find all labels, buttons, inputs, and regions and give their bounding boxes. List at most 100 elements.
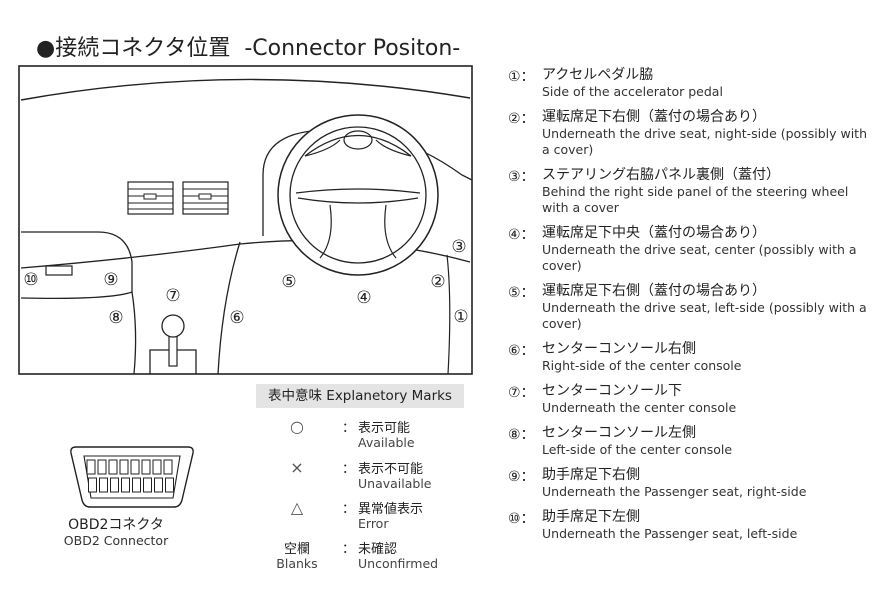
console-right-edge <box>217 241 241 375</box>
mark-symbol: △ <box>290 498 304 517</box>
obd-pin <box>165 477 174 493</box>
obd-pin <box>130 459 140 475</box>
mark-meaning-en: Unavailable <box>358 476 432 491</box>
mark-meaning-ja: 表示可能 <box>358 421 411 436</box>
obd-pin <box>97 459 107 475</box>
legend-item: ④： 運転席足下中央（蓋付の場合あり）Underneath the drive s… <box>508 224 868 274</box>
shifter-knob <box>161 314 185 338</box>
obd-pin <box>152 459 162 475</box>
legend-text-en: Right-side of the center console <box>542 358 742 373</box>
legend-text-en: Underneath the Passenger seat, right-sid… <box>542 484 807 499</box>
legend-text-ja: 運転席足下右側（蓋付の場合あり） <box>542 109 766 125</box>
obd-pin <box>99 477 108 493</box>
mark-meaning-en: Error <box>358 516 389 531</box>
position-marker-7: ⑦ <box>165 286 180 306</box>
mark-meaning-en: Available <box>358 435 415 450</box>
steering-wheel <box>277 114 439 276</box>
legend-item: ⑤： 運転席足下右側（蓋付の場合あり）Underneath the drive s… <box>508 282 868 332</box>
legend-text-en: Side of the accelerator pedal <box>542 84 723 99</box>
legend-text-en: Underneath the Passenger seat, left-side <box>542 526 798 541</box>
obd2-caption-en: OBD2 Connector <box>63 533 169 548</box>
air-vents <box>127 181 229 215</box>
legend-text-en: Underneath the drive seat, left-side (po… <box>542 300 867 331</box>
obd-pin <box>132 477 141 493</box>
mark-symbol: ○ <box>290 417 304 436</box>
legend-number: ⑩： <box>508 511 535 527</box>
glovebox-slot <box>45 265 73 276</box>
position-marker-2: ② <box>430 272 445 292</box>
position-marker-3: ③ <box>451 237 466 257</box>
legend-text-ja: 運転席足下右側（蓋付の場合あり） <box>542 283 766 299</box>
legend-number: ⑧： <box>508 427 535 443</box>
mark-meaning-ja: 未確認 <box>358 542 398 557</box>
obd-pin <box>88 477 97 493</box>
pedal-area-edge <box>446 254 451 375</box>
mark-colon: ： <box>342 462 356 477</box>
legend-text-en: Underneath the drive seat, night-side (p… <box>542 126 867 157</box>
legend-number: ①： <box>508 69 535 85</box>
page-title: ●接続コネクタ位置 -Connector Positon- <box>36 30 460 62</box>
position-marker-6: ⑥ <box>229 308 244 328</box>
mark-colon: ： <box>342 421 356 436</box>
obd-pin <box>121 477 130 493</box>
legend-number: ④： <box>508 227 535 243</box>
mark-meaning-en: Unconfirmed <box>358 556 439 571</box>
legend-text-ja: センターコンソール下 <box>542 383 682 399</box>
title-en: -Connector Positon- <box>244 36 461 61</box>
position-marker-8: ⑧ <box>108 308 123 328</box>
legend-number: ③： <box>508 169 535 185</box>
legend-number: ⑦： <box>508 385 535 401</box>
mark-colon: ： <box>342 542 356 557</box>
diagram-frame <box>18 65 473 375</box>
explanatory-marks-header: 表中意味 Explanetory Marks <box>256 384 464 408</box>
legend-text-ja: ステアリング右脇パネル裏側（蓋付） <box>542 167 780 183</box>
position-marker-4: ④ <box>356 288 371 308</box>
legend-number: ⑥： <box>508 343 535 359</box>
legend-text-en: Underneath the center console <box>542 400 737 415</box>
legend-text-ja: 助手席足下右側 <box>542 467 640 483</box>
position-marker-9: ⑨ <box>103 270 118 290</box>
obd-pin <box>141 459 151 475</box>
legend-text-ja: 助手席足下左側 <box>542 509 640 525</box>
dashboard-top-line <box>20 78 471 101</box>
mark-symbol-en: Blanks <box>276 556 318 571</box>
legend-text-ja: アクセルペダル脇 <box>542 67 654 83</box>
obd-pin <box>119 459 129 475</box>
title-ja: ●接続コネクタ位置 <box>36 36 231 61</box>
obd-pin <box>108 459 118 475</box>
legend-number: ⑨： <box>508 469 535 485</box>
legend-text-ja: 運転席足下中央（蓋付の場合あり） <box>542 225 766 241</box>
legend-item: ②： 運転席足下右側（蓋付の場合あり）Underneath the drive s… <box>508 108 868 158</box>
mark-colon: ： <box>342 502 356 517</box>
mark-symbol: 空欄 <box>283 542 310 557</box>
legend-text-ja: センターコンソール右側 <box>542 341 696 357</box>
obd-pin <box>143 477 152 493</box>
obd-pin <box>163 459 173 475</box>
position-marker-1: ① <box>453 307 468 327</box>
position-marker-10: ⑩ <box>23 270 38 290</box>
obd-pin <box>154 477 163 493</box>
legend-number: ②： <box>508 111 535 127</box>
obd2-caption-ja: OBD2コネクタ <box>68 517 164 533</box>
obd2-connector-icon <box>70 446 194 508</box>
obd-pin <box>110 477 119 493</box>
obd-pin <box>86 459 96 475</box>
mark-symbol: × <box>290 458 304 477</box>
legend-text-en: Behind the right side panel of the steer… <box>542 184 849 215</box>
legend-text-en: Left-side of the center console <box>542 442 733 457</box>
legend-item: ③： ステアリング右脇パネル裏側（蓋付）Behind the right side… <box>508 166 868 216</box>
console-left-edge <box>131 291 137 375</box>
mark-meaning-ja: 表示不可能 <box>358 462 424 477</box>
mark-meaning-ja: 異常値表示 <box>358 502 424 517</box>
position-marker-5: ⑤ <box>281 272 296 292</box>
legend-text-en: Underneath the drive seat, center (possi… <box>542 242 857 273</box>
legend-number: ⑤： <box>508 285 535 301</box>
